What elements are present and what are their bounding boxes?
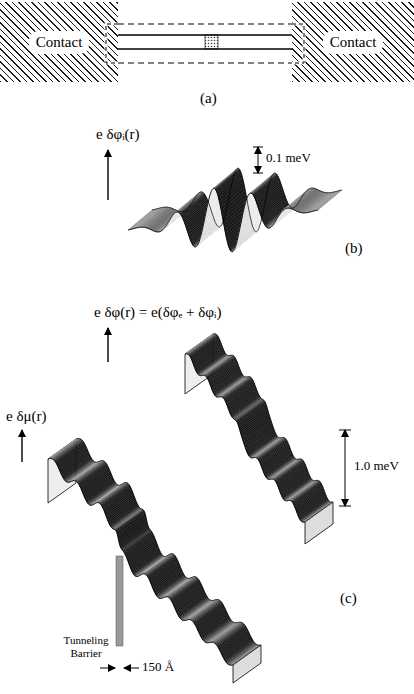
axis-arrow [107,150,108,200]
contact-box: Contact [292,2,414,82]
panel-label: (b) [345,240,363,257]
axis-arrow [107,328,108,362]
dashed-boundary [118,24,292,25]
dimension-label: 150 Å [142,660,174,675]
axis-label: e δμ(r) [6,408,47,425]
dashed-bracket [106,24,118,63]
scale-bar [253,147,263,173]
panel-label: (c) [340,590,357,607]
panel-label: (a) [200,90,217,107]
dimension-arrow [124,668,139,669]
barrier-block [205,35,218,49]
scale-bar [339,430,351,506]
dashed-bracket [292,24,304,63]
wire-connector [118,35,292,49]
electrostatic-potential-surface [185,334,333,544]
scale-label: 1.0 meV [354,459,399,474]
axis-label: e δφ(r) = e(δφₑ + δφᵢ) [94,304,221,321]
axis-arrow [21,430,22,462]
scale-label: 0.1 meV [266,151,311,166]
dimension-arrow [100,668,115,669]
contact-box: Contact [0,2,118,82]
dashed-bracket [106,24,118,63]
dashed-bracket [292,24,304,63]
tunneling-barrier [116,556,123,646]
contact-label: Contact [323,31,384,54]
barrier-label: Tunneling Barrier [58,634,114,659]
potential-surface [128,168,342,251]
axis-label: e δφᵢ(r) [96,126,140,143]
dashed-boundary [118,63,292,64]
contact-label: Contact [29,31,90,54]
chemical-potential-surface [48,439,261,684]
